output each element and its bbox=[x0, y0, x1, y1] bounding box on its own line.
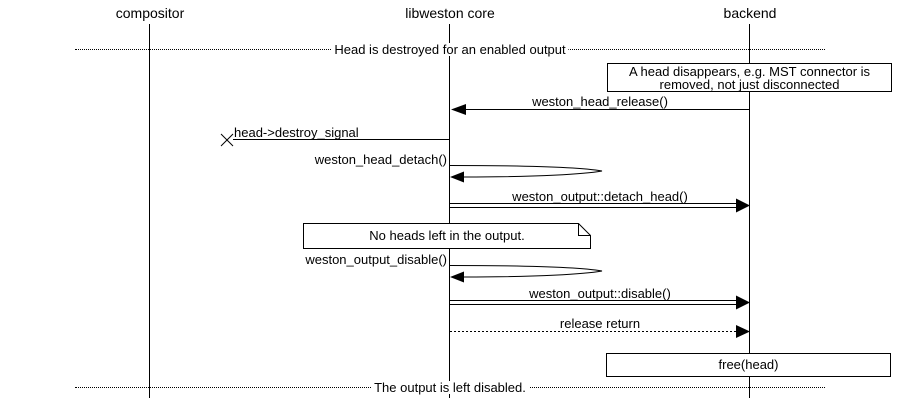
note-no-heads-left-label: No heads left in the output. bbox=[369, 228, 525, 243]
note-fold-icon bbox=[578, 223, 591, 236]
separator-label-bottom: The output is left disabled. bbox=[371, 381, 529, 394]
note-folded-corner-shape bbox=[303, 223, 591, 249]
arrow-weston-output-detach-head bbox=[450, 198, 750, 213]
action-box-free-head: free(head) bbox=[606, 353, 891, 377]
selfcall-weston-head-detach bbox=[449, 165, 603, 183]
arrow-weston-output-disable-call bbox=[450, 295, 750, 310]
message-label-weston-output-disable-self: weston_output_disable() bbox=[305, 252, 447, 267]
arrow-head-destroy-signal-lost bbox=[220, 133, 450, 147]
arrow-weston-head-release bbox=[451, 104, 750, 115]
selfcall-weston-output-disable bbox=[449, 265, 603, 283]
message-label-release-return: release return bbox=[559, 316, 641, 331]
entity-libweston-core: libweston core bbox=[405, 5, 495, 21]
note-head-disappears: A head disappears, e.g. MST connector is… bbox=[607, 63, 892, 92]
entity-compositor: compositor bbox=[115, 5, 185, 21]
note-no-heads-left: No heads left in the output. bbox=[303, 223, 591, 249]
message-label-weston-output-detach-head: weston_output::detach_head() bbox=[512, 189, 688, 204]
lifeline-backend bbox=[749, 24, 750, 398]
lifeline-compositor bbox=[149, 24, 150, 398]
separator-label-top: Head is destroyed for an enabled output bbox=[331, 43, 569, 56]
entity-backend: backend bbox=[723, 5, 777, 21]
arrow-release-return bbox=[450, 325, 750, 338]
message-label-head-destroy-signal: head->destroy_signal bbox=[234, 125, 359, 140]
message-label-weston-output-disable-call: weston_output::disable() bbox=[529, 286, 671, 301]
message-label-weston-head-detach: weston_head_detach() bbox=[314, 152, 447, 167]
lifeline-libweston-core bbox=[449, 24, 450, 398]
message-label-weston-head-release: weston_head_release() bbox=[532, 94, 668, 109]
